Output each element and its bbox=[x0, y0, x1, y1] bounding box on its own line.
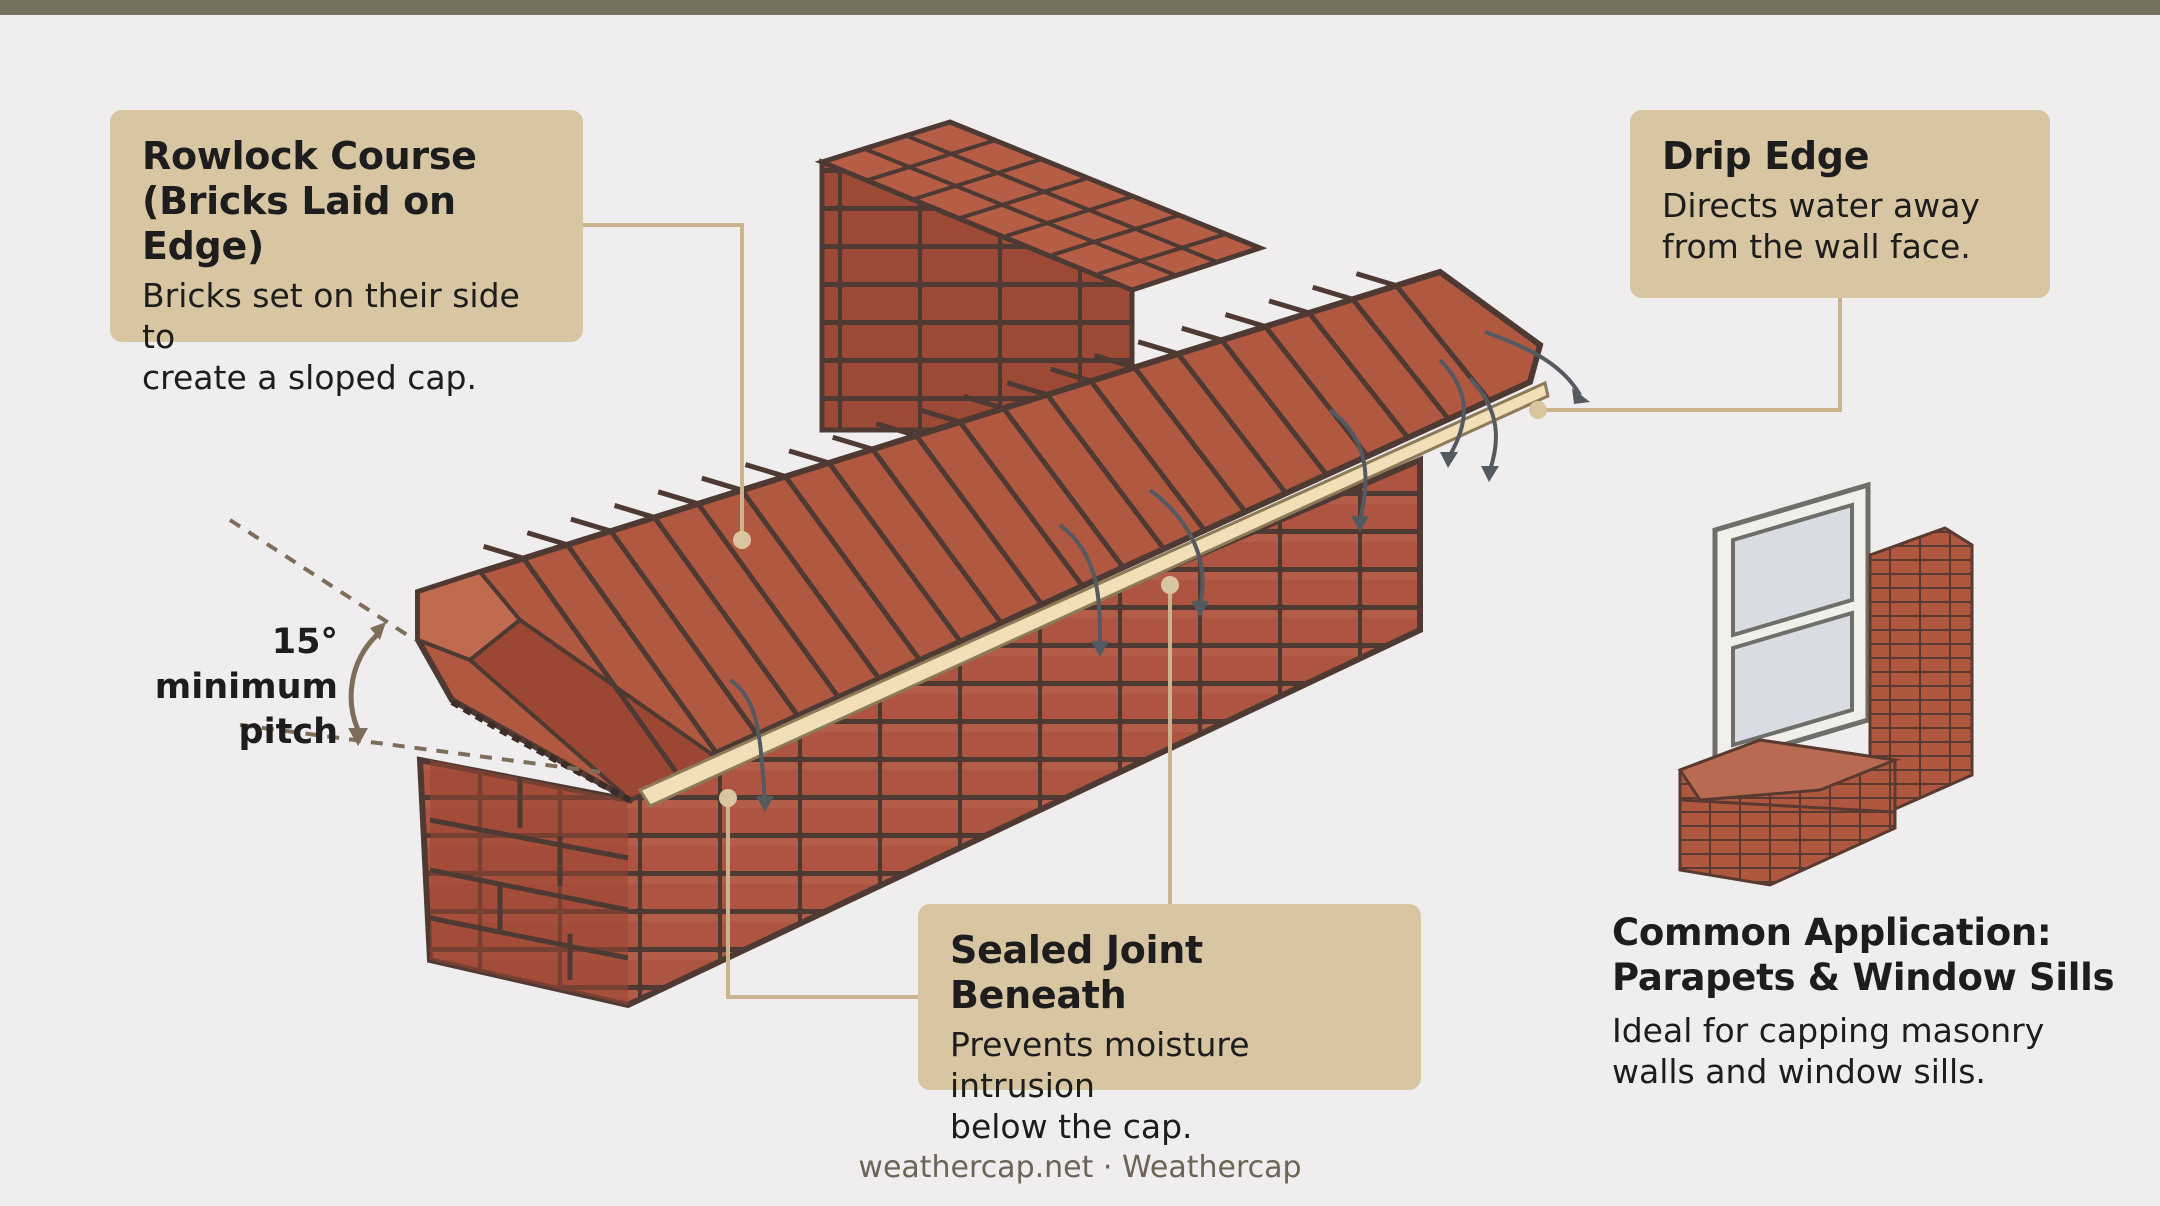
rowlock-joint-line bbox=[744, 462, 922, 662]
leader-lines bbox=[583, 223, 1842, 999]
rowlock-joint-line bbox=[613, 503, 800, 718]
leader-dots bbox=[719, 401, 1547, 807]
rowlock-joint-line bbox=[832, 434, 1004, 625]
drip-edge-title: Drip Edge bbox=[1662, 134, 1870, 178]
rowlock-joint-line bbox=[962, 393, 1126, 569]
drip-edge-desc-line2: from the wall face. bbox=[1662, 227, 1971, 266]
pitch-arc-arrow-icon bbox=[348, 632, 380, 731]
rowlock-joint-line bbox=[1312, 284, 1451, 421]
sealed-joint-callout: Sealed Joint Beneath Prevents moisture i… bbox=[918, 904, 1421, 1146]
rowlock-joint-line bbox=[875, 421, 1044, 607]
application-title-line2: Parapets & Window Sills bbox=[1612, 956, 2115, 999]
drip-edge-desc-line1: Directs water away bbox=[1662, 186, 1980, 225]
rowlock-joint-line bbox=[657, 489, 841, 699]
rowlock-joint-line bbox=[1268, 298, 1410, 440]
rowlock-joint-line bbox=[1137, 339, 1288, 495]
water-arrowheads bbox=[756, 388, 1590, 812]
rowlock-joint-line bbox=[526, 530, 719, 755]
rowlock-course-callout: Rowlock Course (Bricks Laid on Edge) Bri… bbox=[110, 110, 583, 397]
rowlock-title-line1: Rowlock Course bbox=[142, 134, 477, 178]
pitch-indicator bbox=[228, 518, 601, 774]
application-desc-line2: walls and window sills. bbox=[1612, 1052, 1986, 1091]
top-bar bbox=[0, 0, 2160, 15]
sealed-joint-desc-line2: below the cap. bbox=[950, 1107, 1193, 1146]
sealed-joint-title: Sealed Joint Beneath bbox=[950, 928, 1203, 1017]
water-flow-arrow-icon bbox=[728, 330, 1582, 801]
sealed-joint-desc-line1: Prevents moisture intrusion bbox=[950, 1025, 1250, 1105]
window-sill-inset bbox=[1677, 481, 1974, 887]
common-application-block: Common Application: Parapets & Window Si… bbox=[1612, 910, 2132, 1092]
application-desc-line1: Ideal for capping masonry bbox=[1612, 1011, 2045, 1050]
rowlock-desc-line1: Bricks set on their side to bbox=[142, 276, 520, 356]
rowlock-title-line2: (Bricks Laid on Edge) bbox=[142, 179, 456, 268]
pitch-label-line2: pitch bbox=[238, 712, 338, 752]
pitch-label-line1: 15° minimum bbox=[154, 622, 338, 707]
window-icon bbox=[1731, 502, 1854, 638]
drip-edge-flashing bbox=[637, 380, 1550, 808]
rowlock-joint-line bbox=[1181, 325, 1329, 477]
rowlock-desc-line2: create a sloped cap. bbox=[142, 358, 477, 397]
rowlock-joint-line bbox=[1050, 366, 1207, 532]
rowlock-joint-line bbox=[788, 448, 963, 644]
rowlock-cap bbox=[415, 268, 1544, 805]
footer-credit: weathercap.net · Weathercap bbox=[858, 1150, 1302, 1185]
rowlock-joint-line bbox=[1093, 353, 1248, 514]
drip-edge-callout: Drip Edge Directs water away from the wa… bbox=[1630, 110, 2050, 298]
application-title-line1: Common Application: bbox=[1612, 911, 2052, 954]
pitch-label: 15° minimum pitch bbox=[108, 620, 338, 755]
rowlock-joint-line bbox=[482, 543, 678, 773]
rowlock-joint-line bbox=[570, 516, 760, 736]
rowlock-joint-line bbox=[1355, 271, 1492, 403]
rowlock-joint-line bbox=[919, 407, 1085, 588]
rowlock-joint-line bbox=[1006, 380, 1166, 551]
